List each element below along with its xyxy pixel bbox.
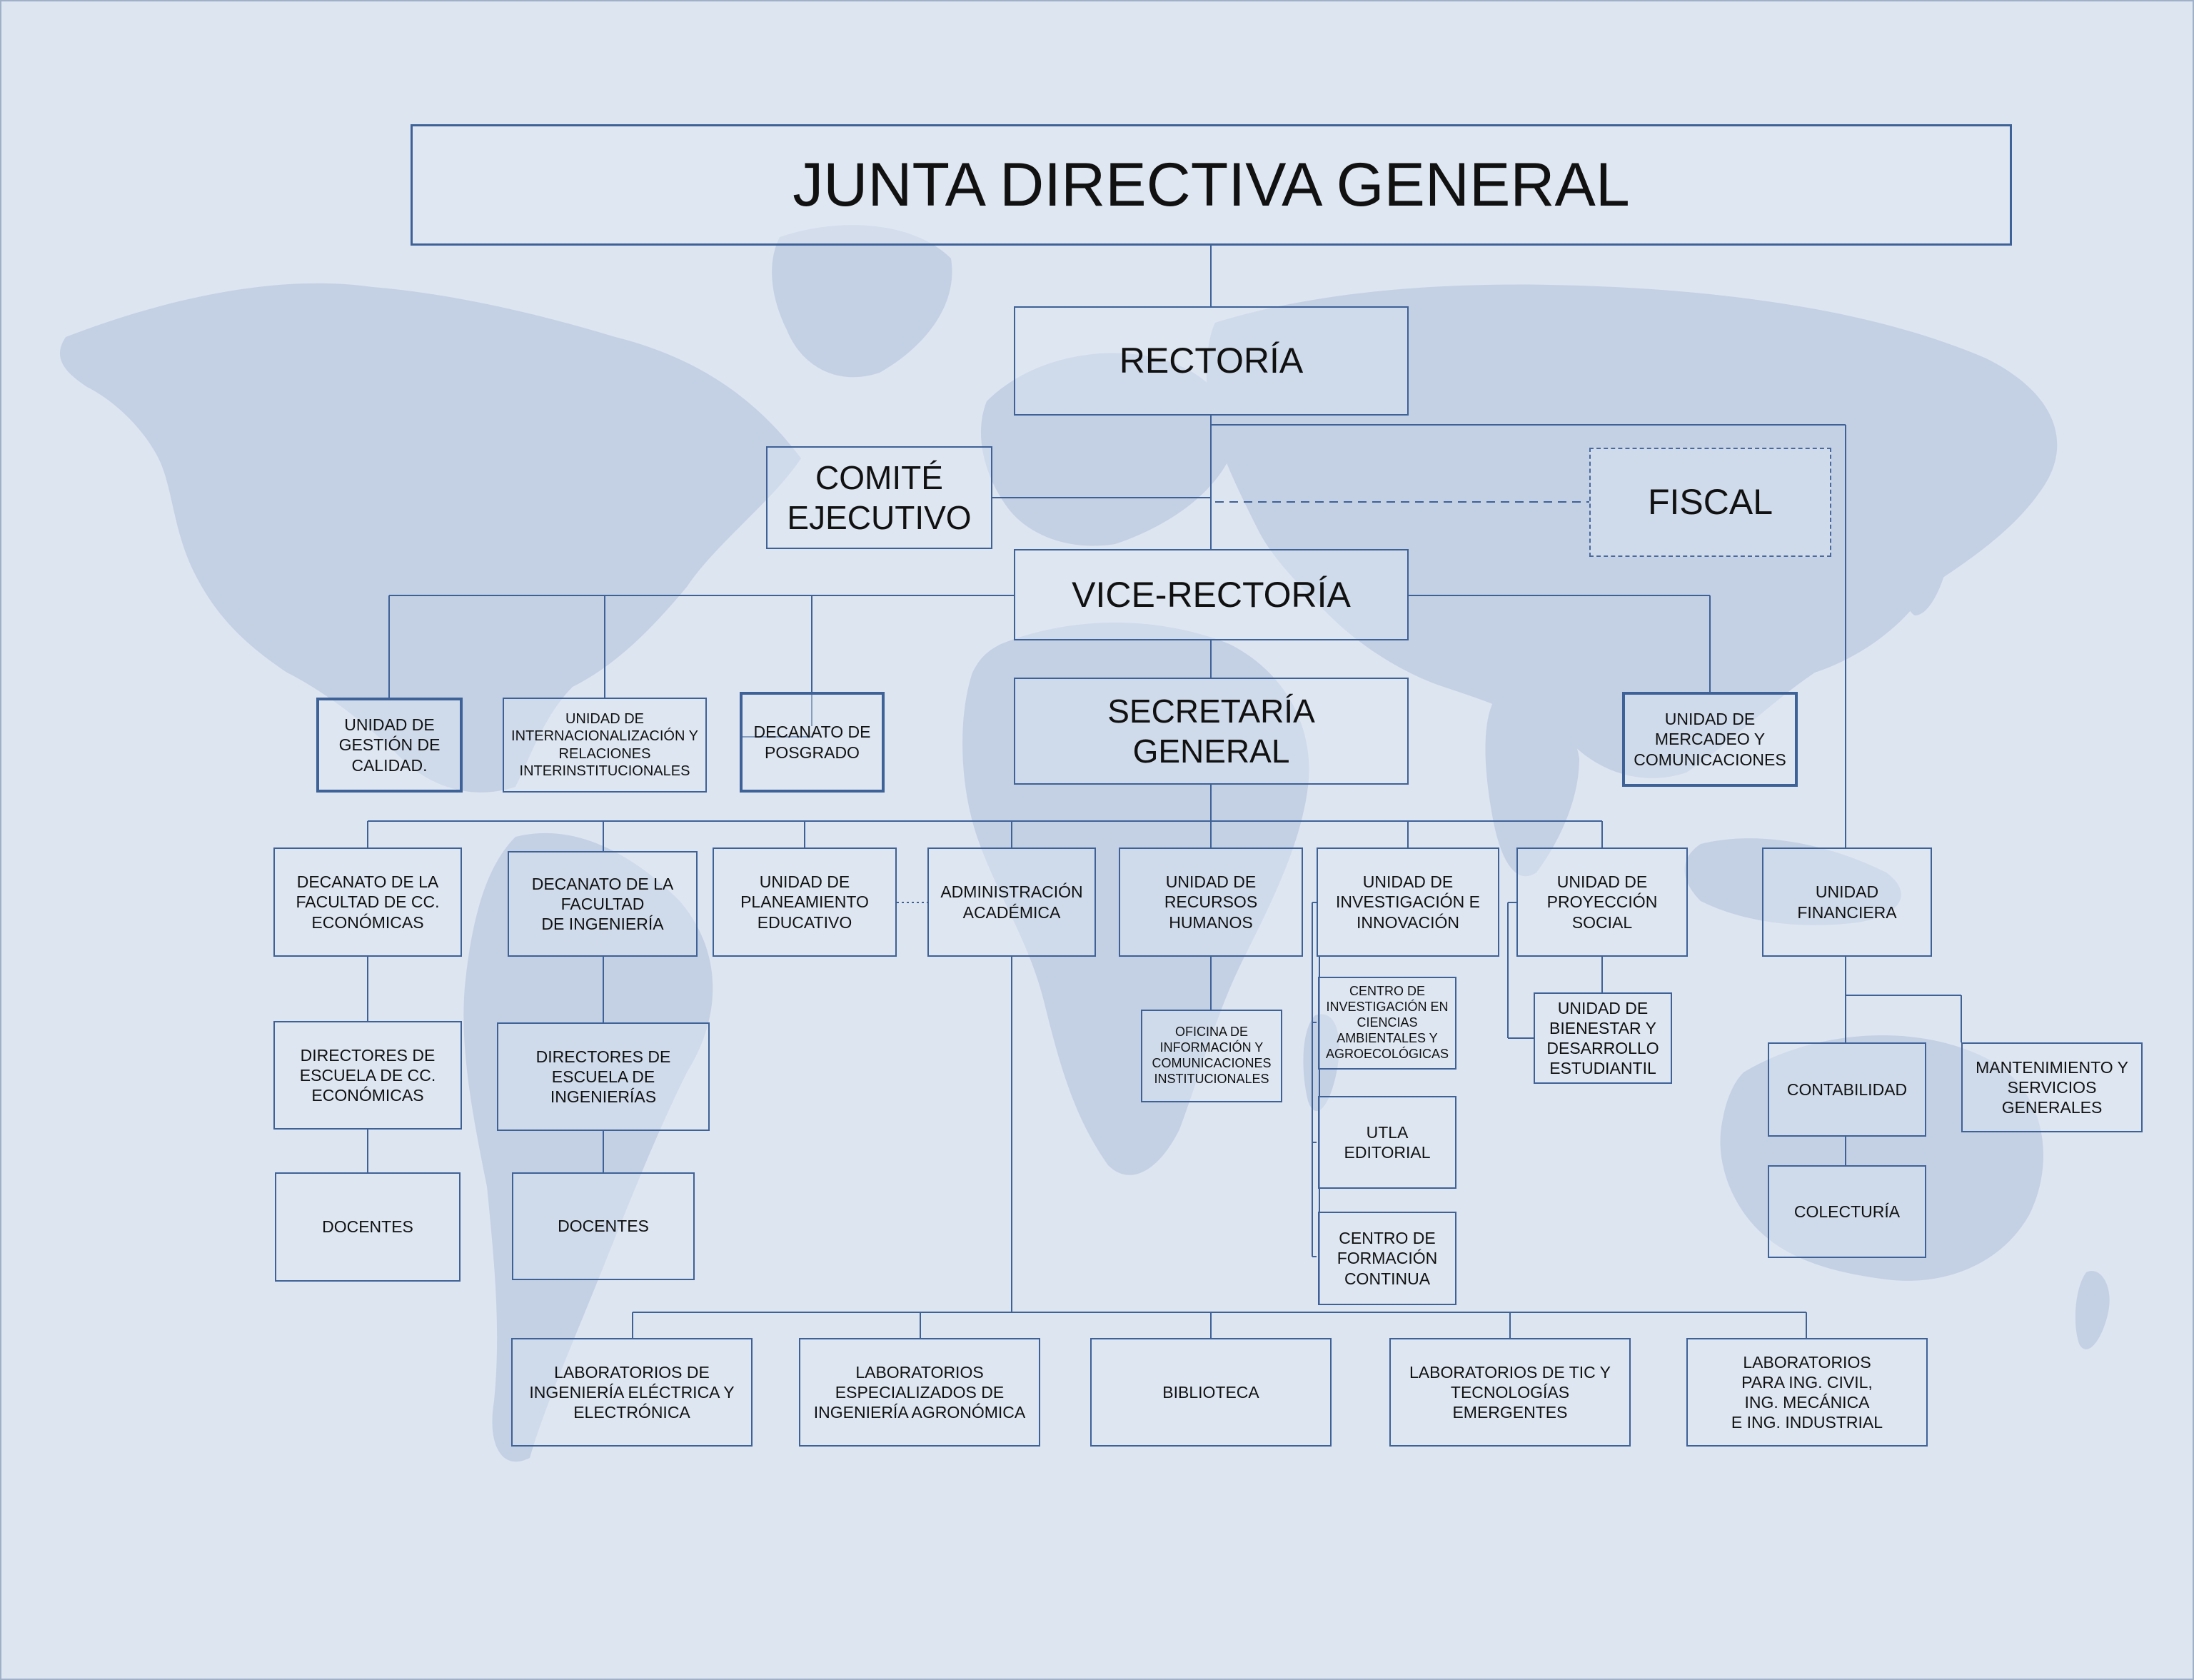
- box-investigacion-innovacion: UNIDAD DE INVESTIGACIÓN E INNOVACIÓN: [1317, 847, 1499, 957]
- box-oficina-informacion: OFICINA DE INFORMACIÓN Y COMUNICACIONES …: [1141, 1010, 1282, 1102]
- box-docentes-ingenierias: DOCENTES: [512, 1172, 695, 1280]
- box-decanato-posgrado: DECANATO DE POSGRADO: [740, 692, 885, 793]
- box-lab-ingenieria-agronomica: LABORATORIOS ESPECIALIZADOS DE INGENIERÍ…: [799, 1338, 1040, 1447]
- box-contabilidad: CONTABILIDAD: [1768, 1042, 1926, 1137]
- box-lab-ingenieria-electrica: LABORATORIOS DE INGENIERÍA ELÉCTRICA Y E…: [511, 1338, 753, 1447]
- box-lab-tic: LABORATORIOS DE TIC Y TECNOLOGÍAS EMERGE…: [1389, 1338, 1631, 1447]
- box-planeamiento-educativo: UNIDAD DE PLANEAMIENTO EDUCATIVO: [713, 847, 897, 957]
- box-recursos-humanos: UNIDAD DE RECURSOS HUMANOS: [1119, 847, 1303, 957]
- box-administracion-academica: ADMINISTRACIÓN ACADÉMICA: [927, 847, 1096, 957]
- box-proyeccion-social: UNIDAD DE PROYECCIÓN SOCIAL: [1516, 847, 1688, 957]
- box-bienestar-estudiantil: UNIDAD DE BIENESTAR Y DESARROLLO ESTUDIA…: [1534, 992, 1672, 1084]
- box-secretaria-general: SECRETARÍA GENERAL: [1014, 678, 1409, 785]
- box-directores-ingenierias: DIRECTORES DE ESCUELA DE INGENIERÍAS: [497, 1022, 710, 1131]
- box-colecturia: COLECTURÍA: [1768, 1165, 1926, 1258]
- box-internacionalizacion: UNIDAD DE INTERNACIONALIZACIÓN Y RELACIO…: [503, 698, 707, 793]
- box-directores-economicas: DIRECTORES DE ESCUELA DE CC. ECONÓMICAS: [273, 1021, 462, 1130]
- box-lab-ingenieria-civil: LABORATORIOS PARA ING. CIVIL, ING. MECÁN…: [1686, 1338, 1928, 1447]
- box-utla-editorial: UTLA EDITORIAL: [1318, 1096, 1456, 1189]
- box-vice-rectoria: VICE-RECTORÍA: [1014, 549, 1409, 640]
- box-fiscal: FISCAL: [1589, 448, 1831, 557]
- box-mercadeo-comunicaciones: UNIDAD DE MERCADEO Y COMUNICACIONES: [1622, 692, 1798, 787]
- box-biblioteca: BIBLIOTECA: [1090, 1338, 1332, 1447]
- box-centro-formacion-continua: CENTRO DE FORMACIÓN CONTINUA: [1318, 1212, 1456, 1305]
- box-comite-ejecutivo: COMITÉ EJECUTIVO: [766, 446, 992, 549]
- box-docentes-economicas: DOCENTES: [275, 1172, 461, 1282]
- box-centro-investigacion-ambiental: CENTRO DE INVESTIGACIÓN EN CIENCIAS AMBI…: [1318, 977, 1456, 1070]
- box-junta-directiva: JUNTA DIRECTIVA GENERAL: [411, 124, 2012, 246]
- box-gestion-calidad: UNIDAD DE GESTIÓN DE CALIDAD.: [316, 698, 463, 793]
- box-unidad-financiera: UNIDAD FINANCIERA: [1762, 847, 1932, 957]
- box-mantenimiento-servicios: MANTENIMIENTO Y SERVICIOS GENERALES: [1961, 1042, 2143, 1132]
- box-rectoria: RECTORÍA: [1014, 306, 1409, 416]
- box-decanato-economicas: DECANATO DE LA FACULTAD DE CC. ECONÓMICA…: [273, 847, 462, 957]
- box-decanato-ingenieria: DECANATO DE LA FACULTAD DE INGENIERÍA: [508, 851, 698, 957]
